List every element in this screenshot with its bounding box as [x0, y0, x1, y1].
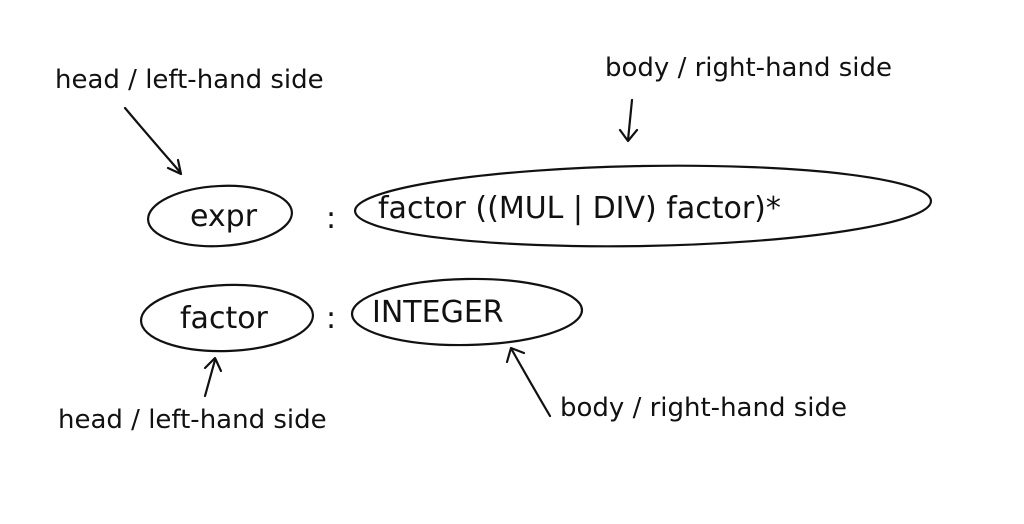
arrow-head-bottom-tip: [203, 356, 223, 373]
rule-2-head: factor: [180, 301, 269, 336]
arrow-head-top: [123, 106, 182, 174]
rule-1-head-ellipse: [146, 184, 294, 248]
rule-2-separator: :: [326, 301, 336, 336]
annotation-head-bottom: head / left-hand side: [58, 405, 327, 435]
annotation-head-top: head / left-hand side: [55, 65, 324, 95]
arrow-body-bottom: [510, 348, 552, 418]
rule-2-body: INTEGER: [372, 295, 504, 330]
rule-1-body: factor ((MUL | DIV) factor)*: [378, 191, 781, 226]
rule-2-head-ellipse: [139, 283, 315, 353]
rule-2-body-ellipse: [350, 277, 584, 347]
annotation-body-top: body / right-hand side: [605, 53, 892, 83]
arrow-body-bottom-tip: [505, 346, 526, 364]
rule-1-body-ellipse: [353, 164, 933, 248]
arrow-head-top-tip: [166, 158, 183, 176]
arrow-body-top-tip: [618, 128, 639, 143]
rule-1-separator: :: [326, 201, 336, 236]
rule-1-head: expr: [190, 199, 258, 234]
arrow-head-bottom: [203, 358, 217, 398]
arrow-body-top: [626, 98, 634, 142]
annotation-body-bottom: body / right-hand side: [560, 393, 847, 423]
